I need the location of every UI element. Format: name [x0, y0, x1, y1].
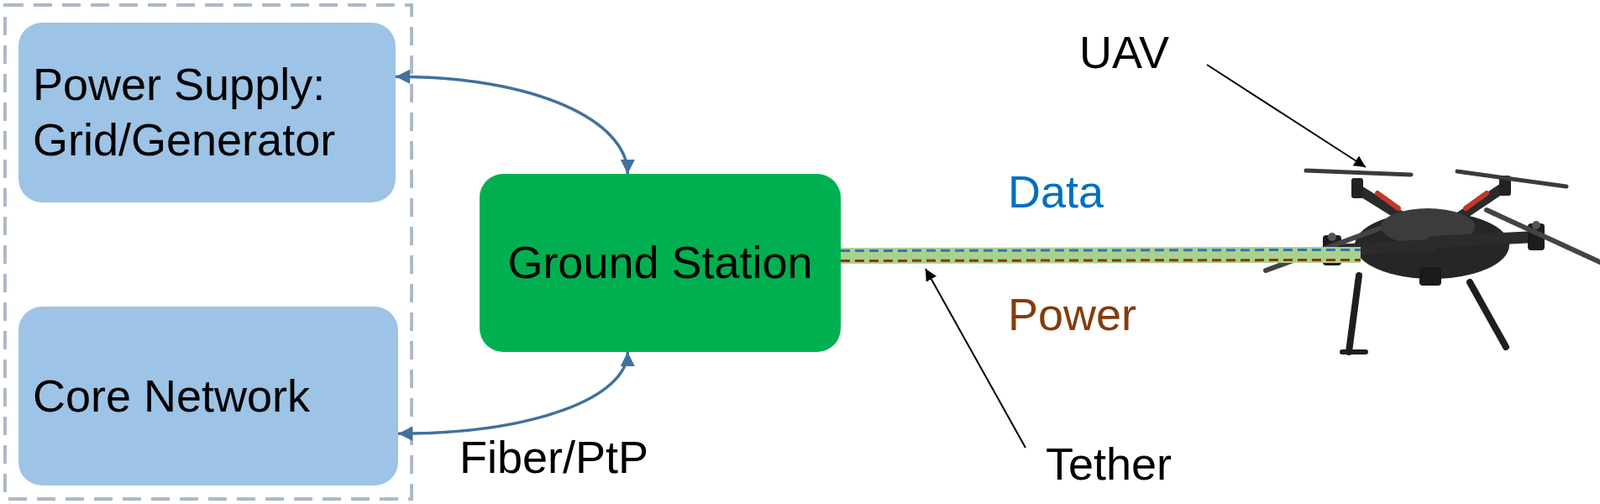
uav-node: UAV: [1360, 167, 1600, 353]
power-label: Power: [1007, 287, 1137, 342]
tether-label: Tether: [1045, 436, 1172, 492]
curved-arrow: [395, 76, 628, 174]
uav-leader: [1206, 64, 1366, 168]
curved-arrow: [398, 351, 628, 434]
node-text: Power Supply: Grid/Generator: [32, 57, 388, 168]
node-text: UAV: [1079, 25, 1170, 81]
drone-illustration: [1265, 170, 1600, 352]
ground-station-box: Ground Station: [479, 173, 841, 352]
node-text: Core Network: [32, 368, 310, 425]
core-network-box: Core Network: [18, 306, 399, 486]
power-supply-box: Power Supply: Grid/Generator: [18, 22, 396, 203]
node-text: Ground Station: [507, 235, 813, 291]
data-label: Data: [1007, 164, 1104, 220]
group-outline: [5, 5, 412, 499]
edge-label: Fiber/PtP: [459, 430, 649, 485]
tether-connector: [840, 249, 1361, 261]
